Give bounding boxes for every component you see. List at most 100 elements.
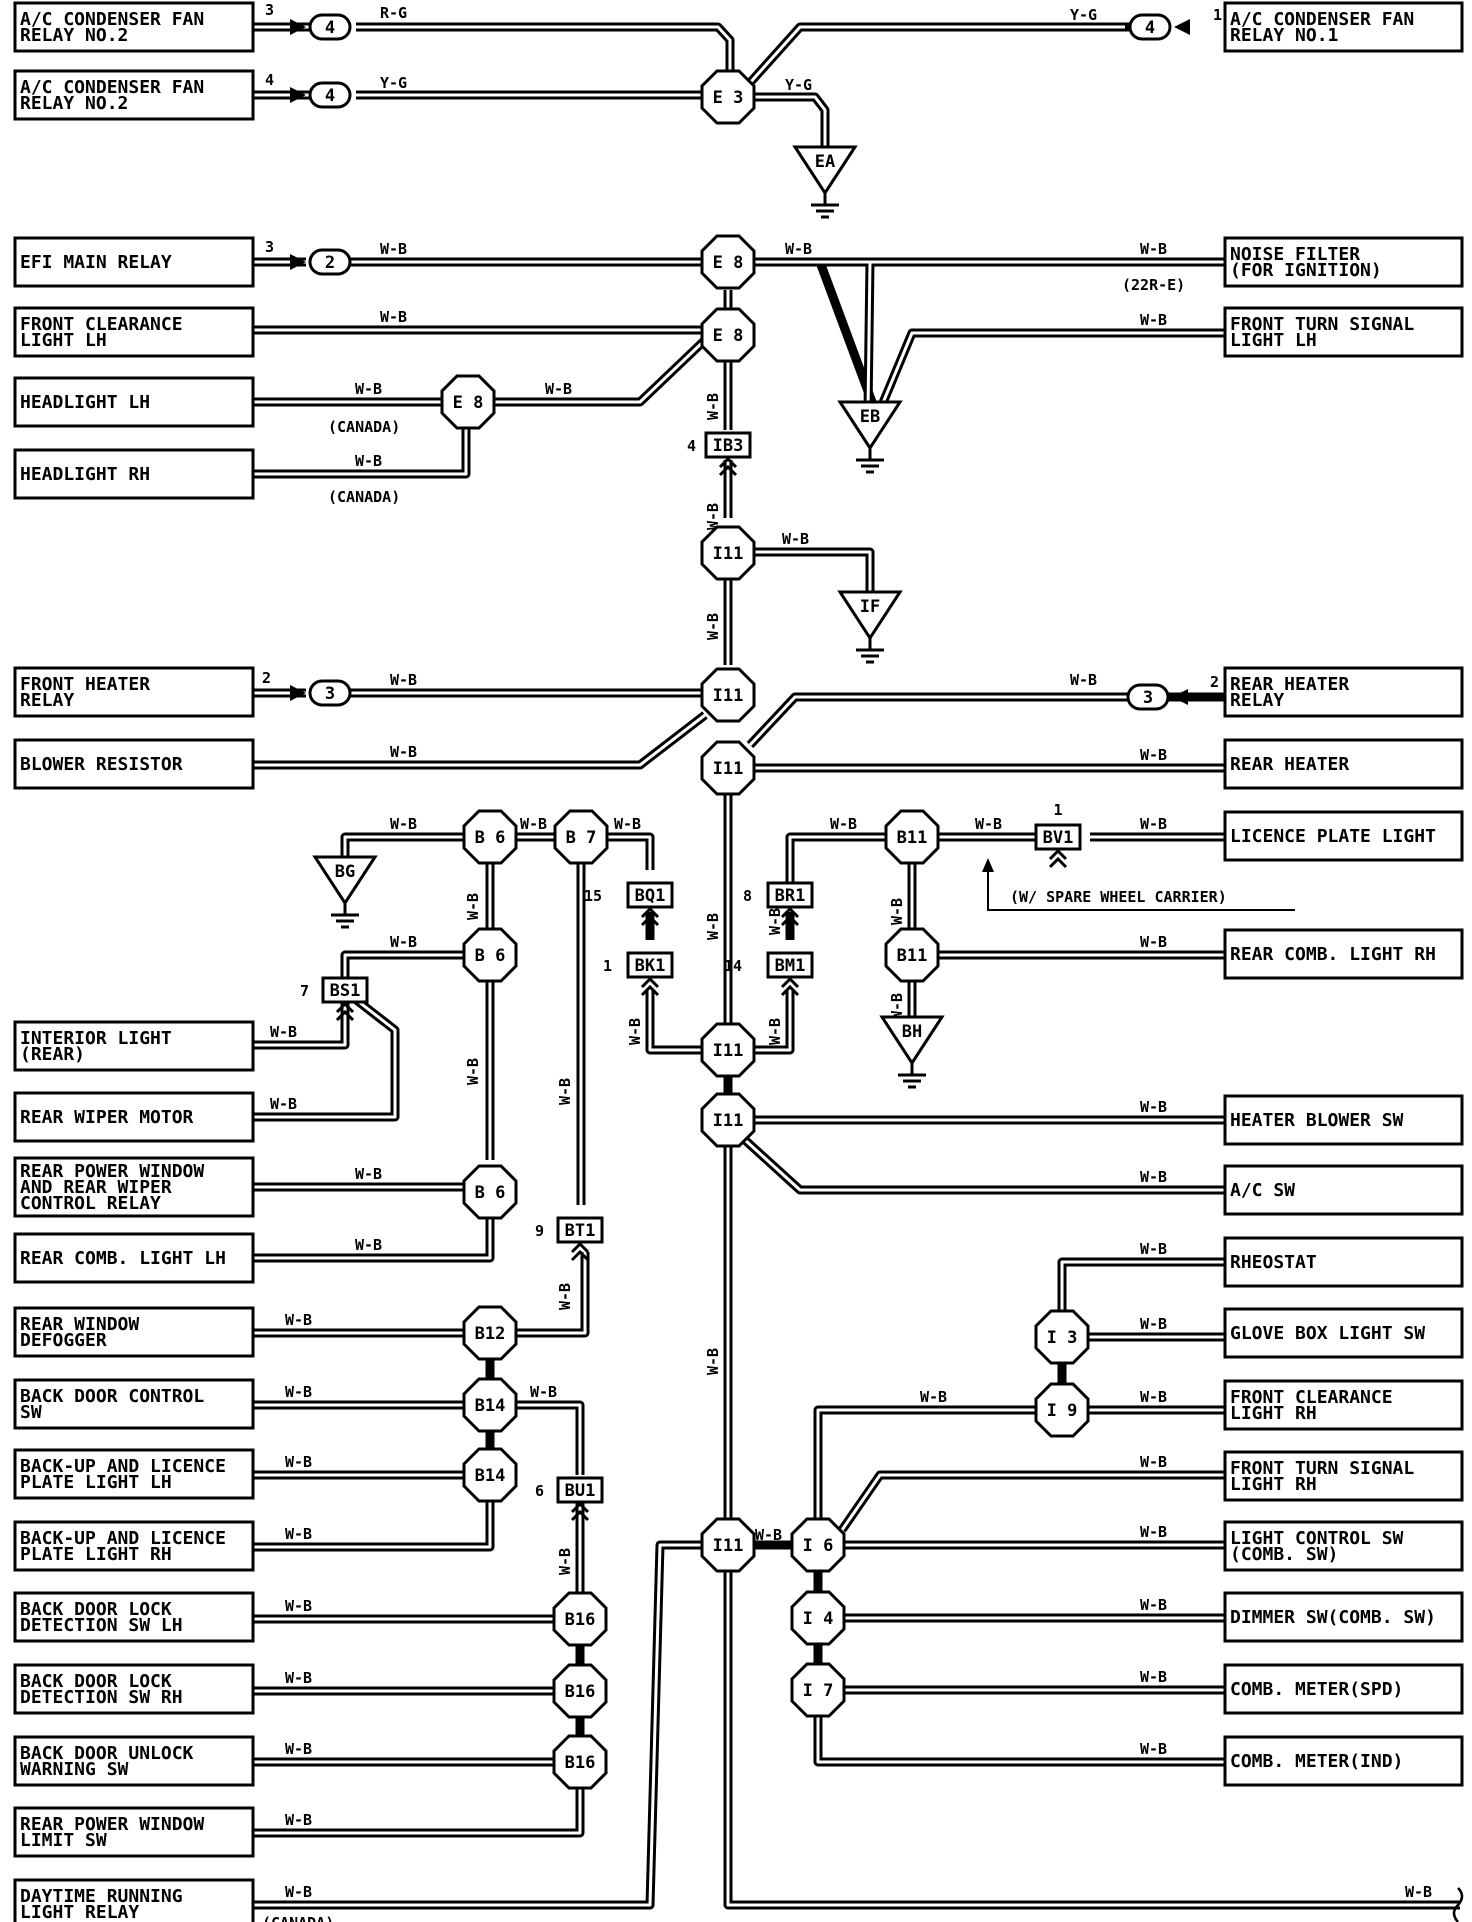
chevron-up-icon xyxy=(570,1241,590,1262)
junction-label: B 6 xyxy=(475,828,506,848)
component-box-hbs: HEATER BLOWER SW xyxy=(1223,1094,1464,1146)
wire-label: W-B xyxy=(285,1525,312,1543)
component-label: REAR COMB. LIGHT RH xyxy=(1230,944,1436,965)
junction-b11a: B11 xyxy=(884,809,940,865)
junction-label: B14 xyxy=(475,1396,506,1416)
component-label: DEFOGGER xyxy=(20,1330,107,1351)
component-label: INTERIOR LIGHT xyxy=(20,1028,172,1049)
component-box-cmi: COMB. METER(IND) xyxy=(1223,1735,1464,1787)
wire-label: W-B xyxy=(830,815,857,833)
junction-label: B 6 xyxy=(475,946,506,966)
component-box-efi: EFI MAIN RELAY xyxy=(13,236,255,288)
junction-label: I 7 xyxy=(803,1681,834,1701)
component-box-rh: REAR HEATER xyxy=(1223,738,1464,790)
junction-e8a: E 8 xyxy=(700,234,756,290)
plug-o4: 2 xyxy=(290,248,352,276)
wire-label: W-B xyxy=(1140,240,1167,258)
component-label: PLATE LIGHT LH xyxy=(20,1472,172,1493)
component-box-hrh: HEADLIGHT RH xyxy=(13,448,255,500)
component-label: BACK-UP AND LICENCE xyxy=(20,1456,226,1477)
wire-label: W-B xyxy=(1405,1883,1432,1901)
component-label: NOISE FILTER xyxy=(1230,244,1360,265)
component-label: LIGHT CONTROL SW xyxy=(1230,1528,1404,1549)
connector-label: BS1 xyxy=(330,981,361,1001)
ground-label: EA xyxy=(815,152,835,172)
component-label: RELAY NO.1 xyxy=(1230,25,1338,46)
note-canada: (CANADA) xyxy=(328,418,400,436)
junction-label: I11 xyxy=(713,1111,744,1131)
junction-label: I11 xyxy=(713,1041,744,1061)
junction-i11f: I11 xyxy=(700,1517,756,1573)
component-label: REAR WINDOW xyxy=(20,1314,139,1335)
wire-label: W-B xyxy=(1140,815,1167,833)
wire-label: W-B xyxy=(390,743,417,761)
component-label: LIGHT LH xyxy=(1230,330,1317,351)
component-box-hlh: HEADLIGHT LH xyxy=(13,376,255,428)
chevron-up-icon xyxy=(335,1001,355,1022)
wire-label: W-B xyxy=(1140,1668,1167,1686)
ground-label: BH xyxy=(902,1022,922,1042)
wire-label: W-B xyxy=(285,1453,312,1471)
component-label: AND REAR WIPER xyxy=(20,1177,172,1198)
wire-label: W-B xyxy=(1140,1098,1167,1116)
junction-b16b: B16 xyxy=(552,1663,608,1719)
wire-label: W-B xyxy=(285,1669,312,1687)
connector-label: BV1 xyxy=(1043,828,1074,848)
wire-label: W-B xyxy=(785,240,812,258)
chevron-up-icon xyxy=(780,906,800,927)
junction-e8c: E 8 xyxy=(440,374,496,430)
wire-label: W-B xyxy=(755,1526,782,1544)
wire-label-vertical: W-B xyxy=(704,913,722,940)
wire-label: W-B xyxy=(355,1236,382,1254)
arrow-right-icon xyxy=(290,19,306,35)
wire-label: W-B xyxy=(530,1383,557,1401)
component-label: REAR HEATER xyxy=(1230,754,1349,775)
wire-label: W-B xyxy=(390,933,417,951)
component-label: A/C SW xyxy=(1230,1180,1295,1201)
wire-label-vertical: W-B xyxy=(464,1058,482,1085)
junction-label: B 7 xyxy=(566,828,597,848)
junction-label: I 6 xyxy=(803,1536,834,1556)
component-box-rwm: REAR WIPER MOTOR xyxy=(13,1091,255,1143)
wire-label: W-B xyxy=(390,815,417,833)
junction-label: I11 xyxy=(713,544,744,564)
plug-label: 4 xyxy=(325,86,335,106)
arrow-right-icon xyxy=(290,87,306,103)
component-label: DETECTION SW RH xyxy=(20,1687,183,1708)
wire-label: W-B xyxy=(520,815,547,833)
component-label: BLOWER RESISTOR xyxy=(20,754,183,775)
component-box-lcs: LIGHT CONTROL SW(COMB. SW) xyxy=(1223,1520,1464,1572)
wire-label: W-B xyxy=(1070,671,1097,689)
junction-i11e: I11 xyxy=(700,1092,756,1148)
wire-label: W-B xyxy=(1140,746,1167,764)
plug-o1: 4 xyxy=(290,13,352,41)
junction-b14b: B14 xyxy=(462,1447,518,1503)
component-label: RELAY xyxy=(1230,690,1284,711)
junction-b16c: B16 xyxy=(552,1734,608,1790)
chevron-up-icon xyxy=(780,976,800,997)
note-canada: (CANADA) xyxy=(328,488,400,506)
component-label: BACK DOOR CONTROL xyxy=(20,1386,204,1407)
wire-label-vertical: W-B xyxy=(556,1078,574,1105)
junction-i4: I 4 xyxy=(790,1590,846,1646)
junction-label: B12 xyxy=(475,1324,506,1344)
plug-o3: 4 xyxy=(1128,13,1190,41)
junction-b12: B12 xyxy=(462,1305,518,1361)
junction-b7: B 7 xyxy=(553,809,609,865)
wire-label-vertical: W-B xyxy=(888,993,906,1020)
component-label: DIMMER SW(COMB. SW) xyxy=(1230,1607,1436,1628)
pin-number: 1 xyxy=(1213,6,1222,24)
ground-if: IF xyxy=(837,590,903,664)
